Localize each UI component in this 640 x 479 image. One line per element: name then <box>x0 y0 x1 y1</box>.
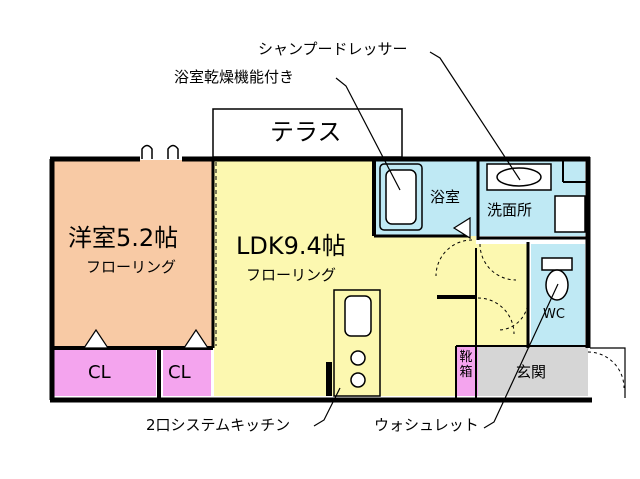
callout-lines <box>313 51 559 429</box>
entrance-door-icon <box>590 347 626 398</box>
terrace-label: テラス <box>270 118 342 146</box>
kitchen-callout: 2口システムキッチン <box>146 416 291 434</box>
washlet-callout: ウォシュレット <box>374 416 479 434</box>
shoe-box-label: 靴箱 <box>459 350 473 380</box>
washbasin-icon <box>486 163 552 191</box>
closet-2-floor <box>163 350 211 396</box>
washing-machine-icon <box>554 195 586 233</box>
refrigerator-space <box>326 362 332 396</box>
shampoo-dresser-callout: シャンプードレッサー <box>258 40 408 58</box>
hall-floor <box>476 244 528 346</box>
shoe-box-floor <box>456 346 478 396</box>
bathtub-icon <box>379 163 423 231</box>
western-room-label: 洋室5.2帖 <box>68 224 179 252</box>
entrance-floor <box>478 346 588 396</box>
bath-dryer-callout: 浴室乾燥機能付き <box>174 68 295 86</box>
bathroom-label: 浴室 <box>430 188 461 206</box>
bathroom-entry-arrow <box>452 216 471 240</box>
door-swings <box>435 239 625 389</box>
ldk-label: LDK9.4帖 <box>236 232 346 260</box>
kitchen-counter <box>333 289 381 397</box>
window-door <box>141 144 179 159</box>
closet-door-markers <box>82 328 210 349</box>
closet-2-label: CL <box>168 362 191 383</box>
closet-1-floor <box>54 350 156 396</box>
entrance-label: 玄関 <box>516 363 547 381</box>
washroom-label: 洗面所 <box>487 201 533 219</box>
wc-label: WC <box>543 307 565 322</box>
closet-1-label: CL <box>88 362 111 383</box>
western-room-floor <box>54 160 214 346</box>
western-room-floor-label: フローリング <box>86 258 177 276</box>
outer-walls <box>49 156 592 403</box>
ldk-floor-label: フローリング <box>246 266 337 284</box>
